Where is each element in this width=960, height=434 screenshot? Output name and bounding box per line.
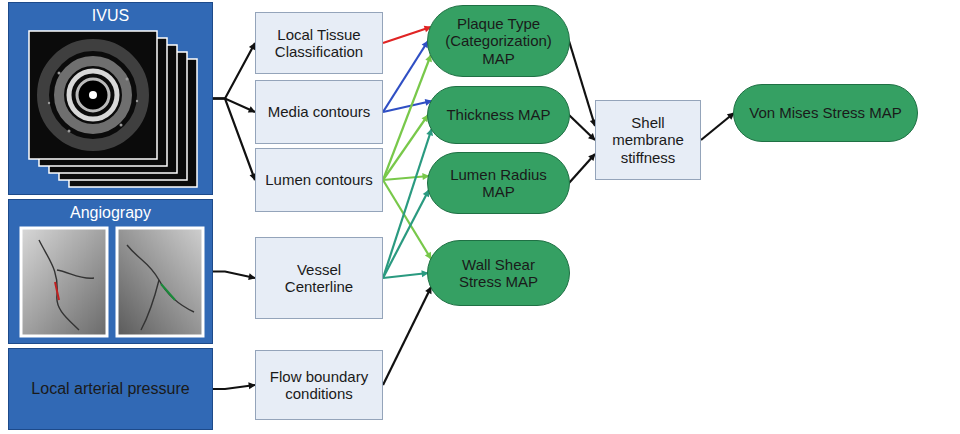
- flow-arrow: [213, 99, 255, 181]
- flow-arrow: [383, 101, 432, 112]
- process-box: Flow boundary conditions: [255, 350, 383, 420]
- angiography-images: [9, 200, 214, 345]
- node-label: Wall Shear Stress MAP: [440, 256, 557, 291]
- node-label: Von Mises Stress MAP: [749, 104, 902, 121]
- map-node: Von Mises Stress MAP: [733, 84, 918, 142]
- flow-arrow: [569, 41, 595, 126]
- map-node: Lumen Radius MAP: [427, 152, 570, 214]
- node-label: Shell membrane stiffness: [602, 114, 694, 166]
- node-label: IVUS: [92, 7, 129, 25]
- map-node: Wall Shear Stress MAP: [427, 240, 570, 306]
- node-label: Flow boundary conditions: [262, 368, 376, 403]
- flow-arrow: [213, 99, 255, 113]
- process-box: Shell membrane stiffness: [595, 100, 701, 180]
- flow-arrow: [383, 27, 431, 43]
- flow-arrow: [701, 113, 734, 140]
- flow-arrow: [383, 115, 428, 180]
- node-label: Lumen Radius MAP: [440, 166, 557, 201]
- flow-arrow: [569, 154, 595, 183]
- flow-arrow: [383, 190, 429, 278]
- flow-arrow: [383, 129, 432, 278]
- ivus-image-stack: [9, 3, 214, 196]
- source-panel: Local arterial pressure: [8, 348, 213, 430]
- flow-arrow: [383, 176, 429, 180]
- node-label: Plaque Type (Categorization) MAP: [440, 15, 557, 67]
- flow-arrow: [213, 43, 255, 99]
- process-box: Local Tissue Classification: [255, 12, 383, 74]
- node-label: Vessel Centerline: [262, 261, 376, 296]
- process-box: Lumen contours: [255, 148, 383, 212]
- node-label: Local Tissue Classification: [262, 26, 376, 61]
- process-box: Media contours: [255, 80, 383, 144]
- flow-arrow: [383, 180, 431, 259]
- flow-arrow: [383, 55, 431, 180]
- flow-arrow: [569, 115, 595, 140]
- flow-arrow: [213, 385, 255, 389]
- source-panel: Angiograpy: [8, 199, 213, 344]
- node-label: Media contours: [268, 103, 371, 120]
- flow-arrow: [383, 273, 428, 278]
- node-label: Thickness MAP: [446, 106, 550, 123]
- map-node: Thickness MAP: [427, 86, 570, 144]
- process-box: Vessel Centerline: [255, 237, 383, 319]
- node-label: Local arterial pressure: [31, 380, 189, 398]
- source-panel: IVUS: [8, 2, 213, 195]
- node-label: Angiograpy: [70, 204, 151, 222]
- flow-arrow: [213, 272, 255, 279]
- node-label: Lumen contours: [265, 171, 373, 188]
- flow-arrow: [383, 41, 428, 112]
- map-node: Plaque Type (Categorization) MAP: [427, 5, 570, 77]
- flow-arrow: [383, 287, 431, 385]
